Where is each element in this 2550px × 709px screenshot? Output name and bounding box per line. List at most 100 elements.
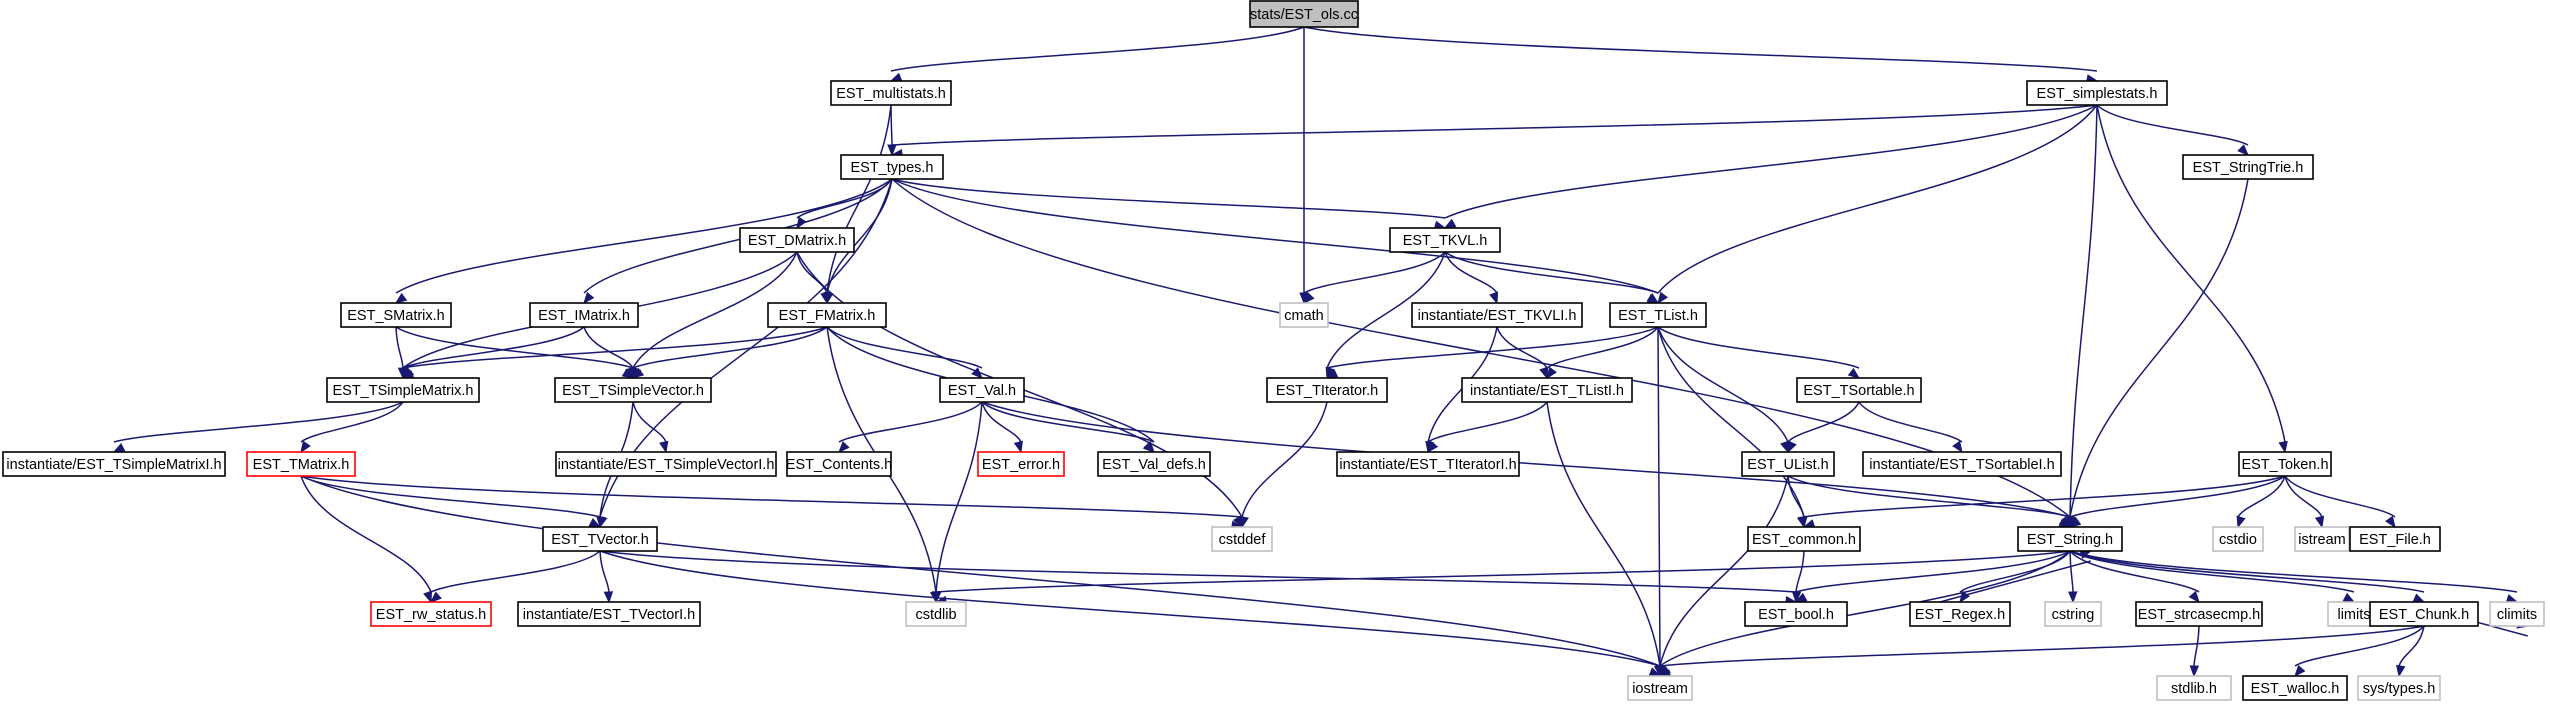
node-cstdio[interactable]: cstdio: [2212, 526, 2264, 552]
node-walloc[interactable]: EST_walloc.h: [2242, 675, 2348, 701]
node-cstddef[interactable]: cstddef: [1211, 526, 1273, 552]
edge-line-val-error: [981, 401, 1022, 443]
node-tlist[interactable]: EST_TList.h: [1609, 302, 1707, 328]
node-label-tvector: EST_TVector.h: [551, 532, 649, 548]
edge-line-token-istream: [2284, 475, 2323, 518]
node-titerator[interactable]: EST_TIterator.h: [1266, 377, 1388, 403]
edge-val-to-error: [981, 401, 1023, 454]
node-dmatrix[interactable]: EST_DMatrix.h: [739, 227, 855, 253]
node-tvector[interactable]: EST_TVector.h: [542, 526, 658, 552]
edge-line-imatrix-tsimplematrix: [402, 326, 585, 369]
node-smatrix[interactable]: EST_SMatrix.h: [340, 302, 452, 328]
arrowhead-tsortable-ulist: [1787, 440, 1797, 454]
node-inst_tsimplematrixi[interactable]: instantiate/EST_TSimpleMatrixI.h: [2, 451, 226, 477]
node-box-titerator: [1266, 377, 1388, 403]
edge-line-fmatrix-tsimplematrix: [402, 326, 828, 369]
node-valdefs[interactable]: EST_Val_defs.h: [1097, 451, 1211, 477]
node-ulist[interactable]: EST_UList.h: [1741, 451, 1835, 477]
edge-tvector-to-inst_tvectori: [599, 550, 614, 604]
node-inst_tkvli[interactable]: instantiate/EST_TKVLI.h: [1411, 302, 1583, 328]
node-box-rwstatus: [370, 601, 492, 627]
node-common[interactable]: EST_common.h: [1747, 526, 1861, 552]
node-cstring[interactable]: cstring: [2044, 601, 2102, 627]
node-tsortable[interactable]: EST_TSortable.h: [1796, 377, 1922, 403]
node-label-inst_tsimplevectori: instantiate/EST_TSimpleVectorI.h: [558, 457, 775, 473]
edge-tsortable-to-inst_tsortablei: [1858, 401, 1963, 454]
edge-line-tmatrix-tvector: [300, 475, 601, 518]
node-tkvl[interactable]: EST_TKVL.h: [1389, 227, 1501, 253]
node-inst_tlisti[interactable]: instantiate/EST_TListI.h: [1461, 377, 1633, 403]
edge-chunk-to-walloc: [2294, 625, 2425, 678]
node-regex[interactable]: EST_Regex.h: [1909, 601, 2011, 627]
node-string[interactable]: EST_String.h: [2017, 526, 2123, 552]
edge-line-regex-string: [1939, 560, 2091, 603]
node-cmath[interactable]: cmath: [1279, 302, 1329, 328]
node-chunk[interactable]: EST_Chunk.h: [2369, 601, 2479, 627]
node-cstdlib[interactable]: cstdlib: [905, 601, 967, 627]
arrowhead-token-istream: [2314, 515, 2325, 529]
node-val[interactable]: EST_Val.h: [939, 377, 1025, 403]
node-multistats[interactable]: EST_multistats.h: [830, 80, 952, 106]
node-contents[interactable]: EST_Contents.h: [786, 451, 892, 477]
node-istream[interactable]: istream: [2294, 526, 2350, 552]
edge-line-fmatrix-tsimplevector: [632, 326, 828, 369]
node-imatrix[interactable]: EST_IMatrix.h: [529, 302, 639, 328]
node-box-chunk: [2369, 601, 2479, 627]
node-label-regex: EST_Regex.h: [1915, 607, 2005, 623]
arrowhead-chunk-systypes: [2396, 664, 2406, 678]
edge-line-tvector-rwstatus: [430, 550, 601, 593]
node-stringtrie[interactable]: EST_StringTrie.h: [2182, 154, 2314, 180]
node-root[interactable]: stats/EST_ols.cc: [1249, 0, 1359, 28]
edge-line-tkvl-titerator: [1326, 251, 1446, 369]
edge-line-tsortable-ulist: [1787, 401, 1860, 443]
node-simplestats[interactable]: EST_simplestats.h: [2026, 80, 2168, 106]
node-fmatrix[interactable]: EST_FMatrix.h: [767, 302, 887, 328]
node-inst_tsortablei[interactable]: instantiate/EST_TSortableI.h: [1862, 451, 2062, 477]
node-box-inst_tsimplematrixi: [2, 451, 226, 477]
node-systypes[interactable]: sys/types.h: [2357, 675, 2441, 701]
node-inst_titeratori[interactable]: instantiate/EST_TIteratorI.h: [1336, 451, 1520, 477]
edge-dmatrix-to-fmatrix: [796, 251, 830, 305]
node-label-val: EST_Val.h: [948, 383, 1016, 399]
node-label-string: EST_String.h: [2027, 532, 2113, 548]
node-rwstatus[interactable]: EST_rw_status.h: [370, 601, 492, 627]
node-file[interactable]: EST_File.h: [2349, 526, 2441, 552]
node-label-iostream: iostream: [1632, 681, 1688, 697]
edge-strcasecmp-to-stdlib: [2189, 625, 2200, 678]
arrowhead-tkvl-cmath: [1303, 292, 1315, 304]
node-label-inst_titeratori: instantiate/EST_TIteratorI.h: [1339, 457, 1516, 473]
node-strcasecmp[interactable]: EST_strcasecmp.h: [2135, 601, 2263, 627]
edge-line-strcasecmp-stdlib: [2193, 625, 2200, 667]
edge-tlist-to-common: [1657, 326, 1807, 529]
node-label-rwstatus: EST_rw_status.h: [376, 607, 486, 623]
edge-line-types-tlist: [891, 178, 1659, 294]
node-types[interactable]: EST_types.h: [840, 154, 944, 180]
node-stdlib[interactable]: stdlib.h: [2156, 675, 2232, 701]
node-label-valdefs: EST_Val_defs.h: [1102, 457, 1206, 473]
node-bool[interactable]: EST_bool.h: [1744, 601, 1848, 627]
node-tmatrix[interactable]: EST_TMatrix.h: [246, 451, 356, 477]
node-box-inst_tlisti: [1461, 377, 1633, 403]
edge-line-types-imatrix: [583, 178, 893, 294]
node-tsimplematrix[interactable]: EST_TSimpleMatrix.h: [326, 377, 480, 403]
node-climits[interactable]: climits: [2489, 601, 2545, 627]
node-label-cstring: cstring: [2052, 607, 2095, 623]
node-inst_tsimplevectori[interactable]: instantiate/EST_TSimpleVectorI.h: [555, 451, 777, 477]
node-token[interactable]: EST_Token.h: [2238, 451, 2332, 477]
node-inst_tvectori[interactable]: instantiate/EST_TVectorI.h: [517, 601, 701, 627]
edge-line-token-common: [1803, 475, 2286, 518]
node-iostream[interactable]: iostream: [1627, 675, 1693, 701]
edge-line-simplestats-tkvl: [1444, 104, 2098, 219]
node-tsimplevector[interactable]: EST_TSimpleVector.h: [554, 377, 712, 403]
node-label-walloc: EST_walloc.h: [2251, 681, 2340, 697]
arrowhead-token-string: [2068, 517, 2082, 528]
edge-line-tkvl-inst_tkvli: [1444, 251, 1498, 294]
edge-line-token-file: [2284, 475, 2396, 518]
node-error[interactable]: EST_error.h: [977, 451, 1065, 477]
node-label-cstdlib: cstdlib: [915, 607, 956, 623]
arrowhead-dmatrix-fmatrix: [820, 291, 830, 305]
arrowhead-root-multistats: [889, 72, 903, 82]
edge-simplestats-to-token: [2096, 104, 2288, 454]
edge-line-tvector-inst_tvectori: [599, 550, 610, 593]
